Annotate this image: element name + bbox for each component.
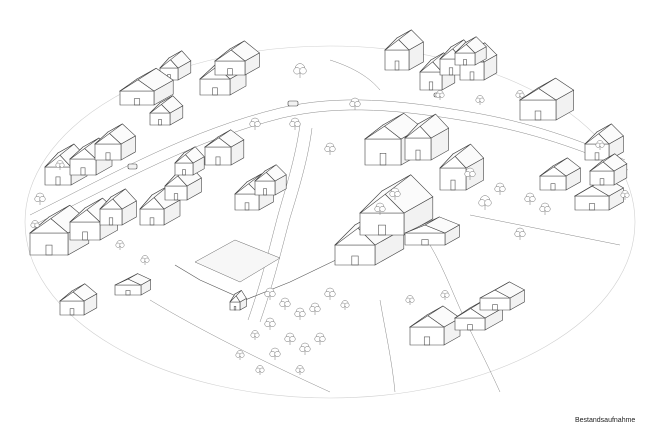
tree-26 <box>478 195 492 210</box>
tree-3 <box>324 142 336 155</box>
tree-34 <box>374 202 386 215</box>
building-28 <box>539 157 581 191</box>
building-4 <box>119 67 174 106</box>
site-boundary-ellipse <box>24 45 636 399</box>
tree-37 <box>475 95 485 105</box>
tree-40 <box>440 290 450 300</box>
buildings <box>29 29 628 346</box>
building-39 <box>229 289 247 311</box>
building-34 <box>409 305 461 346</box>
tree-24 <box>255 365 265 375</box>
building-25 <box>439 143 485 191</box>
tree-23 <box>235 350 245 360</box>
building-37 <box>59 283 98 316</box>
tree-36 <box>435 90 445 100</box>
building-38 <box>114 273 152 296</box>
tree-16 <box>284 332 296 345</box>
building-1 <box>159 50 192 81</box>
tree-39 <box>405 295 415 305</box>
tree-14 <box>309 302 321 315</box>
tree-30 <box>539 202 551 215</box>
building-33 <box>404 216 461 246</box>
tree-13 <box>294 307 306 320</box>
tree-7 <box>34 192 46 205</box>
tree-22 <box>250 330 260 340</box>
tree-5 <box>249 117 261 130</box>
building-3 <box>214 40 260 76</box>
tree-31 <box>595 140 605 150</box>
building-36 <box>479 281 526 311</box>
building-17 <box>254 164 287 196</box>
central-field <box>194 239 281 283</box>
tree-25 <box>295 365 305 375</box>
roads <box>29 59 629 393</box>
building-8 <box>94 123 136 161</box>
tree-11 <box>264 287 276 300</box>
tree-18 <box>269 347 281 360</box>
building-29 <box>573 177 625 211</box>
building-27 <box>584 123 624 161</box>
tree-1 <box>293 63 307 78</box>
tree-2 <box>289 117 301 130</box>
building-31 <box>334 208 405 266</box>
tree-20 <box>324 287 336 300</box>
building-11 <box>99 188 137 226</box>
tree-27 <box>494 182 506 195</box>
building-30 <box>589 153 628 186</box>
building-15 <box>204 129 245 166</box>
tree-32 <box>620 190 630 200</box>
tree-15 <box>264 317 276 330</box>
tree-12 <box>279 297 291 310</box>
building-5 <box>149 95 184 126</box>
tree-9 <box>115 240 125 250</box>
building-32 <box>359 174 434 236</box>
building-14 <box>174 146 205 176</box>
tree-8 <box>30 220 40 230</box>
tree-4 <box>349 97 361 110</box>
tree-6 <box>55 160 65 170</box>
tree-38 <box>515 90 525 100</box>
tree-28 <box>464 167 476 180</box>
drawing-caption: Bestandsaufnahme <box>575 417 636 424</box>
tree-35 <box>389 187 401 200</box>
tree-21 <box>340 300 350 310</box>
building-24 <box>404 113 450 161</box>
building-26 <box>519 77 575 121</box>
tree-19 <box>314 332 326 345</box>
trees <box>30 63 630 375</box>
building-18 <box>384 29 424 71</box>
tree-29 <box>524 192 536 205</box>
tree-17 <box>299 342 311 355</box>
tree-33 <box>514 227 526 240</box>
tree-10 <box>140 255 150 265</box>
building-22 <box>454 36 487 66</box>
